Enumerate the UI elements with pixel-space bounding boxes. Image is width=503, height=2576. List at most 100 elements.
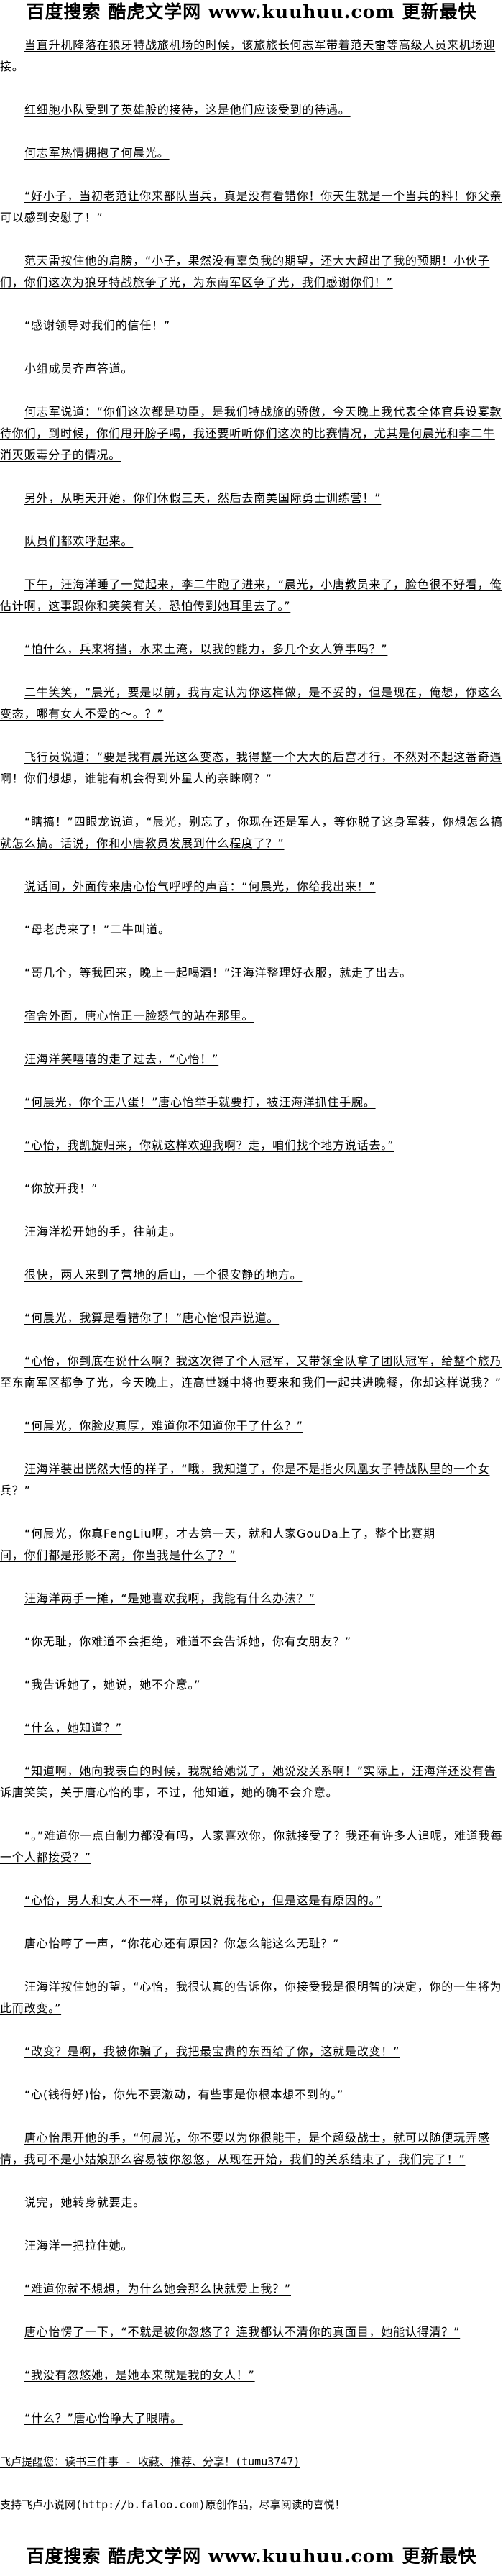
paragraph: 范天雷按住他的肩膀，“小子，果然没有辜负我的期望，还大大超出了我的预期！小伙子们… (0, 250, 503, 293)
paragraph: 汪海洋装出恍然大悟的样子，“哦，我知道了，你是不是指火凤凰女子特战队里的一个女兵… (0, 1458, 503, 1502)
paragraph-text: 说完，她转身就要走。 (24, 2196, 146, 2209)
paragraph: 说话间，外面传来唐心怡气呼呼的声音：“何晨光，你给我出来！” (0, 876, 503, 898)
paragraph: “我没有忽悠她，是她本来就是我的女人！” (0, 2365, 503, 2386)
paragraph-text: “心怡，你到底在说什么啊？我这次得了个人冠军，又带领全队拿了团队冠军，给整个旅乃… (0, 1354, 502, 1389)
paragraph-text: “什么？”唐心怡睁大了眼睛。 (24, 2411, 183, 2425)
paragraph-text: “何晨光，我算是看错你了！”唐心怡恨声说道。 (24, 1311, 280, 1325)
paragraph-text: 汪海洋笑嘻嘻的走了过去，“心怡！” (24, 1052, 219, 1066)
paragraph-text: 当直升机降落在狼牙特战旅机场的时候，该旅旅长何志军带着范天雷等高级人员来机场迎接… (0, 38, 496, 73)
paragraph: 另外，从明天开始，你们休假三天，然后去南美国际勇士训练营！” (0, 488, 503, 509)
paragraph: “什么，她知道？” (0, 1717, 503, 1739)
paragraph-text: 另外，从明天开始，你们休假三天，然后去南美国际勇士训练营！” (24, 491, 382, 505)
paragraph-text: 汪海洋按住她的望，“心怡，我很认真的告诉你，你接受我是很明智的决定，你的一生将为… (0, 1980, 502, 2015)
site-banner-top: 百度搜索 酷虎文学网 www.kuuhuu.com 更新最快 (26, 1, 477, 22)
paragraph: 唐心怡哼了一声，“你花心还有原因？你怎么能这么无耻？” (0, 1933, 503, 1955)
paragraph: 下午，汪海洋睡了一觉起来，李二牛跑了进来，“晨光，小唐教员来了，脸色很不好看，俺… (0, 574, 503, 617)
paragraph-text: 宿舍外面，唐心怡正一脸怒气的站在那里。 (24, 1009, 254, 1023)
paragraph: “你无耻，你难道不会拒绝，难道不会告诉她，你有女朋友？” (0, 1631, 503, 1653)
paragraph: 红细胞小队受到了英雄般的接待，这是他们应该受到的待遇。 (0, 99, 503, 121)
paragraph: 宿舍外面，唐心怡正一脸怒气的站在那里。 (0, 1005, 503, 1027)
paragraph-text: “何晨光，你个王八蛋！”唐心怡举手就要打，被汪海洋抓住手腕。 (24, 1095, 376, 1109)
paragraph: “心怡，你到底在说什么啊？我这次得了个人冠军，又带领全队拿了团队冠军，给整个旅乃… (0, 1351, 503, 1394)
paragraph: “怕什么，兵来将挡，水来土淹，以我的能力，多几个女人算事吗？” (0, 639, 503, 660)
paragraph: “你放开我！” (0, 1178, 503, 1200)
paragraph-text: “。”难道你一点自制力都没有吗，人家喜欢你，你就接受了？我还有许多人追呢，难道我… (0, 1829, 503, 1864)
paragraph-text: 小组成员齐声答道。 (24, 362, 134, 375)
paragraph-text: 唐心怡哼了一声，“你花心还有原因？你怎么能这么无耻？” (24, 1937, 340, 1950)
paragraph: “哥几个，等我回来，晚上一起喝酒！”汪海洋整理好衣服，就走了出去。 (0, 962, 503, 984)
paragraph: “母老虎来了！”二牛叫道。 (0, 919, 503, 941)
underline-padding (345, 2495, 453, 2508)
paragraph-text: 范天雷按住他的肩膀，“小子，果然没有辜负我的期望，还大大超出了我的预期！小伙子们… (0, 254, 490, 289)
footer-reminder: 飞卢提醒您：读书三件事 - 收藏、推荐、分享！(tumu3747) (0, 2451, 503, 2472)
paragraph-text: “感谢领导对我们的信任！” (24, 319, 170, 332)
paragraph-text: “哥几个，等我回来，晚上一起喝酒！”汪海洋整理好衣服，就走了出去。 (24, 966, 412, 979)
paragraph: “知道啊，她向我表白的时候，我就给她说了，她说没关系啊！”实际上，汪海洋还没有告… (0, 1760, 503, 1804)
paragraph: 汪海洋笑嘻嘻的走了过去，“心怡！” (0, 1049, 503, 1070)
paragraph: “难道你就不想想，为什么她会那么快就爱上我？” (0, 2278, 503, 2300)
paragraph: 唐心怡愣了一下，“不就是被你忽悠了？连我都认不清你的真面目，她能认得清？” (0, 2321, 503, 2343)
paragraph: “瞎搞！”四眼龙说道，“晨光，别忘了，你现在还是军人，等你脱了这身军装，你想怎么… (0, 811, 503, 854)
paragraph-text: 红细胞小队受到了英雄般的接待，这是他们应该受到的待遇。 (24, 103, 351, 117)
paragraph: 队员们都欢呼起来。 (0, 531, 503, 552)
paragraph: 当直升机降落在狼牙特战旅机场的时候，该旅旅长何志军带着范天雷等高级人员来机场迎接… (0, 35, 503, 78)
chapter-footer: 飞卢提醒您：读书三件事 - 收藏、推荐、分享！(tumu3747) 支持飞卢小说… (0, 2451, 503, 2516)
paragraph: “何晨光，你个王八蛋！”唐心怡举手就要打，被汪海洋抓住手腕。 (0, 1092, 503, 1113)
paragraph: “心(钱得好)怡，你先不要激动，有些事是你根本想不到的。” (0, 2084, 503, 2106)
paragraph-text: “心(钱得好)怡，你先不要激动，有些事是你根本想不到的。” (24, 2088, 344, 2101)
paragraph-text: 何志军热情拥抱了何晨光。 (24, 146, 170, 160)
paragraph: 二牛笑笑，“晨光，要是以前，我肯定认为你这样做，是不妥的，但是现在，俺想，你这么… (0, 682, 503, 725)
paragraph-text: “你无耻，你难道不会拒绝，难道不会告诉她，你有女朋友？” (24, 1635, 351, 1648)
paragraph: “好小子，当初老范让你来部队当兵，真是没有看错你！你天生就是一个当兵的料！你父亲… (0, 186, 503, 229)
paragraph: “。”难道你一点自制力都没有吗，人家喜欢你，你就接受了？我还有许多人追呢，难道我… (0, 1825, 503, 1868)
paragraph: 唐心怡甩开他的手，“何晨光，你不要以为你很能干，是个超级战士，就可以随便玩弄感情… (0, 2127, 503, 2170)
paragraph-text: 很快，两人来到了营地的后山，一个很安静的地方。 (24, 1268, 303, 1282)
paragraph-text: “何晨光，你真FengLiu啊，才去第一天，就和人家GouDa上了，整个比赛期 … (0, 1527, 503, 1562)
paragraph-text: 汪海洋一把拉住她。 (24, 2239, 134, 2252)
paragraph-text: 二牛笑笑，“晨光，要是以前，我肯定认为你这样做，是不妥的，但是现在，俺想，你这么… (0, 685, 502, 721)
paragraph: “我告诉她了，她说，她不介意。” (0, 1674, 503, 1696)
paragraph: 说完，她转身就要走。 (0, 2192, 503, 2214)
paragraph-text: 汪海洋松开她的手，往前走。 (24, 1225, 182, 1238)
paragraph: 汪海洋一把拉住她。 (0, 2235, 503, 2257)
paragraph: 汪海洋两手一摊，“是她喜欢我啊，我能有什么办法？” (0, 1588, 503, 1609)
site-banner-bottom: 百度搜索 酷虎文学网 www.kuuhuu.com 更新最快 (26, 2546, 477, 2567)
paragraph: “何晨光，你真FengLiu啊，才去第一天，就和人家GouDa上了，整个比赛期 … (0, 1523, 503, 1566)
paragraph: “感谢领导对我们的信任！” (0, 315, 503, 337)
paragraph-text: “我没有忽悠她，是她本来就是我的女人！” (24, 2368, 255, 2382)
paragraph-text: “怕什么，兵来将挡，水来土淹，以我的能力，多几个女人算事吗？” (24, 642, 388, 656)
footer-support-text[interactable]: 支持飞卢小说网(http://b.faloo.com)原创作品，尽享阅读的喜悦！ (0, 2498, 346, 2511)
paragraph: 飞行员说道：“要是我有晨光这么变态，我得整一个大大的后宫才行，不然对不起这番奇遇… (0, 746, 503, 790)
underline-padding (300, 2452, 364, 2465)
paragraph-text: 飞行员说道：“要是我有晨光这么变态，我得整一个大大的后宫才行，不然对不起这番奇遇… (0, 750, 502, 785)
paragraph: 何志军热情拥抱了何晨光。 (0, 142, 503, 164)
paragraph-text: “知道啊，她向我表白的时候，我就给她说了，她说没关系啊！”实际上，汪海洋还没有告… (0, 1764, 497, 1799)
paragraph: “改变？是啊，我被你骗了，我把最宝贵的东西给了你，这就是改变！” (0, 2041, 503, 2063)
paragraph-text: “好小子，当初老范让你来部队当兵，真是没有看错你！你天生就是一个当兵的料！你父亲… (0, 189, 502, 224)
paragraph: 小组成员齐声答道。 (0, 358, 503, 380)
paragraph-text: 说话间，外面传来唐心怡气呼呼的声音：“何晨光，你给我出来！” (24, 880, 376, 893)
paragraph: “什么？”唐心怡睁大了眼睛。 (0, 2408, 503, 2429)
paragraph: 汪海洋松开她的手，往前走。 (0, 1221, 503, 1243)
chapter-content: 当直升机降落在狼牙特战旅机场的时候，该旅旅长何志军带着范天雷等高级人员来机场迎接… (0, 35, 503, 2429)
paragraph-text: “什么，她知道？” (24, 1721, 122, 1735)
paragraph-text: 唐心怡甩开他的手，“何晨光，你不要以为你很能干，是个超级战士，就可以随便玩弄感情… (0, 2131, 490, 2166)
paragraph-text: “母老虎来了！”二牛叫道。 (24, 923, 170, 936)
paragraph: “何晨光，你脸皮真厚，难道你不知道你干了什么？” (0, 1415, 503, 1437)
paragraph-text: “何晨光，你脸皮真厚，难道你不知道你干了什么？” (24, 1419, 303, 1433)
paragraph: 汪海洋按住她的望，“心怡，我很认真的告诉你，你接受我是很明智的决定，你的一生将为… (0, 1976, 503, 2019)
paragraph-text: “心怡，男人和女人不一样，你可以说我花心，但是这是有原因的。” (24, 1894, 382, 1907)
paragraph: “心怡，男人和女人不一样，你可以说我花心，但是这是有原因的。” (0, 1890, 503, 1912)
paragraph-text: 队员们都欢呼起来。 (24, 534, 134, 548)
paragraph-text: “瞎搞！”四眼龙说道，“晨光，别忘了，你现在还是军人，等你脱了这身军装，你想怎么… (0, 815, 503, 850)
paragraph: 何志军说道：“你们这次都是功臣，是我们特战旅的骄傲，今天晚上我代表全体官兵设宴款… (0, 401, 503, 466)
paragraph-text: 何志军说道：“你们这次都是功臣，是我们特战旅的骄傲，今天晚上我代表全体官兵设宴款… (0, 405, 502, 462)
paragraph-text: “我告诉她了，她说，她不介意。” (24, 1678, 201, 1691)
paragraph-text: “你放开我！” (24, 1182, 98, 1195)
paragraph: “心怡，我凯旋归来，你就这样欢迎我啊？走，咱们找个地方说话去。” (0, 1135, 503, 1156)
footer-reminder-text: 飞卢提醒您：读书三件事 - 收藏、推荐、分享！(tumu3747) (0, 2455, 300, 2468)
paragraph-text: “难道你就不想想，为什么她会那么快就爱上我？” (24, 2282, 291, 2296)
paragraph-text: 唐心怡愣了一下，“不就是被你忽悠了？连我都认不清你的真面目，她能认得清？” (24, 2325, 461, 2339)
paragraph: “何晨光，我算是看错你了！”唐心怡恨声说道。 (0, 1307, 503, 1329)
footer-support[interactable]: 支持飞卢小说网(http://b.faloo.com)原创作品，尽享阅读的喜悦！ (0, 2494, 503, 2516)
